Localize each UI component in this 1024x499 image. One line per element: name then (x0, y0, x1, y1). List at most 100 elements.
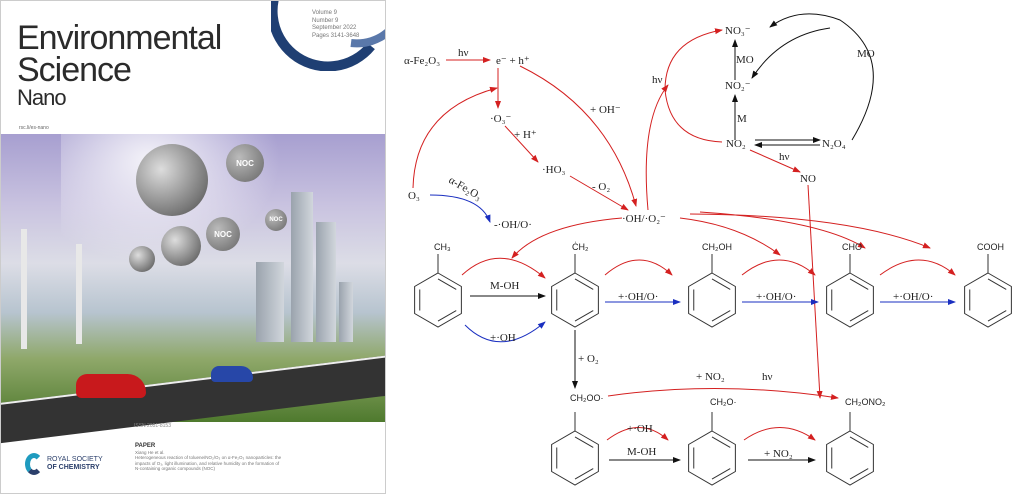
double-bond (437, 310, 457, 322)
plus-oh-label: +·OH (490, 332, 516, 344)
journal-title-line3: Nano (17, 85, 67, 110)
benzyl-alcohol-benzene-ring (688, 272, 736, 328)
ozone-to-electron-arrow (412, 86, 498, 189)
plus-no2-label: + NO₂ (696, 371, 725, 383)
hv-label: hν (762, 371, 773, 383)
double-bond (574, 468, 594, 480)
oh-hv-arrow (645, 84, 669, 211)
double-bond (849, 468, 869, 480)
ozone-catalytic-arrow (429, 194, 491, 223)
benzyl-radical-benzene-ring (551, 272, 599, 328)
plus-oh-minus-label: + OH⁻ (590, 104, 621, 116)
oh-o2-radical-label: ·OH/·O₂⁻ (622, 213, 666, 225)
ho3-to-oh-arrow (569, 175, 629, 211)
oh-attack-alcohol-arrow (679, 217, 781, 256)
alkoxy-no2-curve-arrow (743, 427, 816, 441)
noc-particle: NOC (265, 209, 287, 231)
plus-h-label: + H⁺ (514, 129, 537, 141)
no2-hv-nitrate-arrow (664, 28, 723, 143)
journal-url: rsc.li/es-nano (19, 125, 49, 131)
double-bond (849, 278, 869, 290)
journal-title-line2: Science (17, 51, 132, 89)
no2-label: NO₂ (726, 138, 746, 150)
peroxy-radical-substituent: CH₂OO· (570, 393, 604, 403)
number: Number 9 (312, 17, 339, 24)
oh-attack-peroxy-arrow (699, 211, 866, 249)
benzyl-radical-substituent: ĊH₂ (572, 242, 589, 252)
hv-label: hν (652, 74, 663, 86)
issue-info: Volume 9 Number 9 September 2022 Pages 3… (312, 10, 359, 40)
double-bond (711, 436, 731, 448)
plus-oh-o-label: +·OH/O· (756, 291, 796, 303)
paper-title: Heterogeneous reaction of toluene/NO₂/O₃… (135, 455, 282, 471)
benzyl-nitrate-benzene-ring (826, 430, 874, 486)
no2-to-no-arrow (749, 149, 801, 173)
plus-oh-label: +·OH (627, 423, 653, 435)
ozone-label: O₃ (408, 190, 420, 202)
double-bond (711, 310, 731, 322)
toluene-substituent: CH₃ (434, 242, 451, 252)
toluene-benzene-ring (414, 272, 462, 328)
electron-hole-label: e⁻ + h⁺ (496, 55, 530, 67)
double-bond (711, 468, 731, 480)
alcohol-oh-arrow (741, 259, 816, 276)
volume: Volume 9 (312, 10, 338, 16)
oh-radical-arrow (461, 257, 546, 279)
plus-oh-abstraction-arrow (464, 321, 546, 343)
m-label: M (737, 113, 747, 125)
journal-title-line1: Environmental (17, 19, 222, 57)
benzyl-alcohol-substituent: CH₂OH (702, 242, 732, 252)
hv-label: hν (458, 47, 469, 59)
peroxy-oh-arrow (606, 427, 669, 441)
n2o4-to-nitrate-arrow (769, 13, 874, 141)
paper-label: PAPER (135, 443, 156, 449)
double-bond (711, 278, 731, 290)
nitrite-label: NO₂⁻ (725, 80, 751, 92)
cover-illustration: NOC NOC NOC (1, 134, 385, 446)
ozonide-radical-label: ·O₃⁻ (490, 113, 511, 125)
blue-car (211, 366, 253, 382)
alkoxy-radical-substituent: CH₂O· (710, 397, 737, 407)
plus-oh-o-label: +·OH/O· (618, 291, 658, 303)
n2o4-label: N₂O₄ (822, 138, 846, 150)
minus-o2-label: - O₂ (592, 181, 610, 193)
noc-particle: NOC (206, 217, 240, 251)
no-to-nitrate-arrow (807, 184, 823, 399)
red-car (76, 374, 146, 398)
m-oh-label: M-OH (627, 446, 656, 458)
aldehyde-oh-arrow (879, 259, 956, 276)
nitrate-label: NO₃⁻ (725, 25, 751, 37)
hole-to-oh-arrow (519, 65, 638, 207)
fe2o3-catalyst-label: α-Fe₂O₃ (447, 174, 484, 202)
ozonide-to-ho3-arrow (504, 125, 539, 163)
double-bond (574, 310, 594, 322)
paper-authors: Xiang He et al. (135, 449, 165, 455)
peroxy-benzene-ring (551, 430, 599, 486)
mo-label: MO (736, 54, 754, 66)
double-bond (987, 278, 1007, 290)
peroxy-to-nitrate-arrow (607, 388, 839, 400)
double-bond (849, 310, 869, 322)
plus-oh-o-label: +·OH/O· (893, 291, 933, 303)
paper-info: PAPER Xiang He et al. Heterogeneous reac… (135, 443, 285, 472)
issn: ISSN 2051-8153 (134, 423, 171, 429)
fe2o3-label: α-Fe₂O₃ (404, 55, 440, 67)
benzyl-nitrate-substituent: CH₂ONO₂ (845, 397, 886, 407)
benzaldehyde-benzene-ring (826, 272, 874, 328)
benzoic-acid-benzene-ring (964, 272, 1012, 328)
noc-particle: NOC (226, 144, 264, 182)
benzaldehyde-substituent: CHO (842, 242, 862, 252)
plus-no2-label: + NO₂ (764, 448, 793, 460)
double-bond (574, 278, 594, 290)
double-bond (987, 310, 1007, 322)
mo-label: MO (857, 48, 875, 60)
no-label: NO (800, 173, 816, 185)
ho3-label: ·HO₃ (542, 164, 566, 176)
m-oh-label: M-OH (490, 280, 519, 292)
hv-label: hν (779, 151, 790, 163)
alkoxy-benzene-ring (688, 430, 736, 486)
plus-o2-label: + O₂ (578, 353, 599, 365)
date: September 2022 (312, 25, 357, 31)
